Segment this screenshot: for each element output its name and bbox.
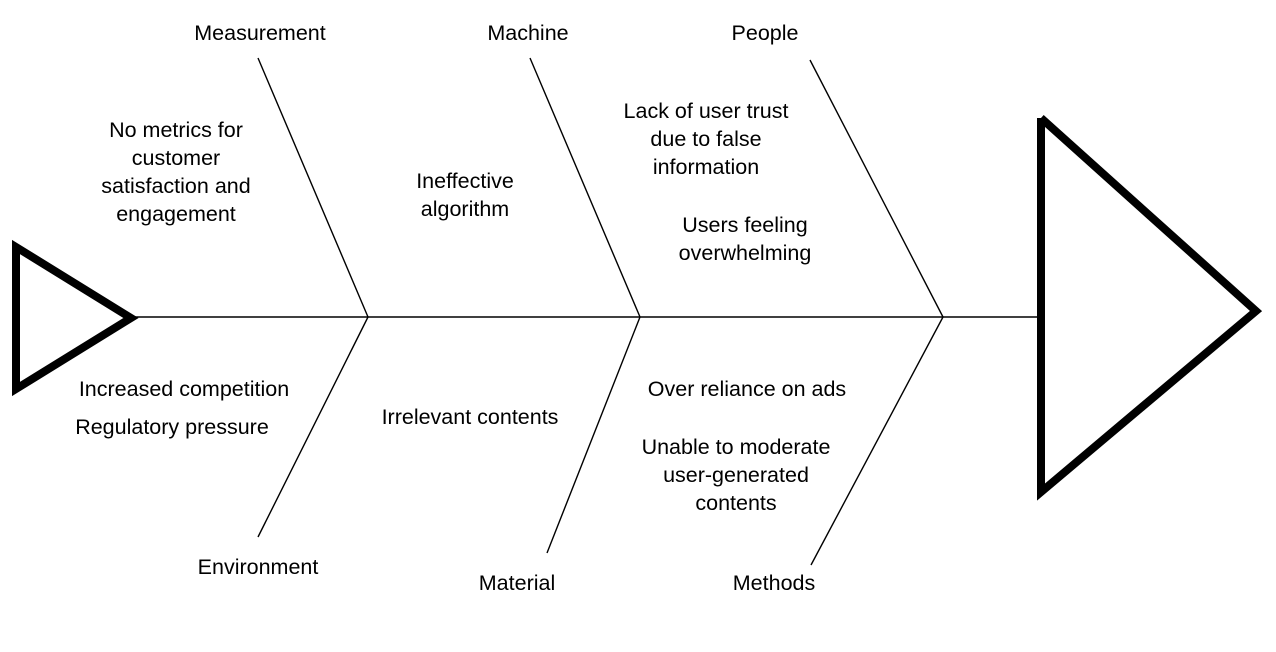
cause-line: Users feeling (682, 213, 807, 237)
category-label-material: Material (479, 571, 555, 595)
category-labels-group: Measurement Machine PeopleEnvironmentMater… (194, 21, 815, 595)
rib-line-people (809, 59, 944, 318)
cause-label-over-reliance-on-ads: Over reliance on ads (648, 377, 846, 401)
category-label-environment: Environment (198, 555, 319, 579)
rib-line-measurement (257, 57, 369, 318)
cause-label-users-feeling-overwhelming: Users feeling overwhelming (679, 213, 812, 265)
cause-line: algorithm (421, 197, 509, 221)
rib-line-methods (810, 316, 944, 566)
fish-tail-triangle (12, 239, 139, 397)
cause-line: No metrics for (109, 118, 243, 142)
cause-label-increased-competition: Increased competition (79, 377, 289, 401)
fish-head-arrow-icon (1037, 115, 1263, 501)
category-label-measurement: Measurement (194, 21, 325, 45)
cause-label-ineffective-algorithm: Ineffective algorithm (416, 169, 514, 221)
cause-labels-group: No metrics for customer satisfaction and en… (75, 99, 846, 515)
cause-label-regulatory-pressure: Regulatory pressure (75, 415, 269, 439)
cause-line: contents (695, 491, 776, 515)
rib-line-material (546, 316, 641, 554)
cause-line: information (653, 155, 759, 179)
cause-line: satisfaction and (101, 174, 250, 198)
category-label-people: People (732, 21, 799, 45)
category-label-machine: Machine (487, 21, 568, 45)
cause-line: user-generated (663, 463, 809, 487)
rib-line-machine (529, 57, 641, 318)
cause-label-unable-to-moderate: Unable to moderate user-generated contents (642, 435, 831, 515)
rib-line-environment (257, 316, 369, 538)
cause-line: Over reliance on ads (648, 377, 846, 401)
cause-line: Irrelevant contents (382, 405, 559, 429)
cause-label-no-metrics: No metrics for customer satisfaction and en… (101, 118, 250, 226)
category-label-methods: Methods (733, 571, 815, 595)
cause-label-lack-of-user-trust: Lack of user trust due to false informatio… (624, 99, 789, 179)
cause-line: customer (132, 146, 220, 170)
cause-line: due to false (650, 127, 761, 151)
cause-line: Increased competition (79, 377, 289, 401)
cause-line: Regulatory pressure (75, 415, 269, 439)
cause-line: Lack of user trust (624, 99, 789, 123)
cause-line: engagement (116, 202, 236, 226)
cause-line: Ineffective (416, 169, 514, 193)
ribs-group (257, 57, 944, 566)
cause-line: overwhelming (679, 241, 812, 265)
cause-label-irrelevant-contents: Irrelevant contents (382, 405, 559, 429)
cause-line: Unable to moderate (642, 435, 831, 459)
